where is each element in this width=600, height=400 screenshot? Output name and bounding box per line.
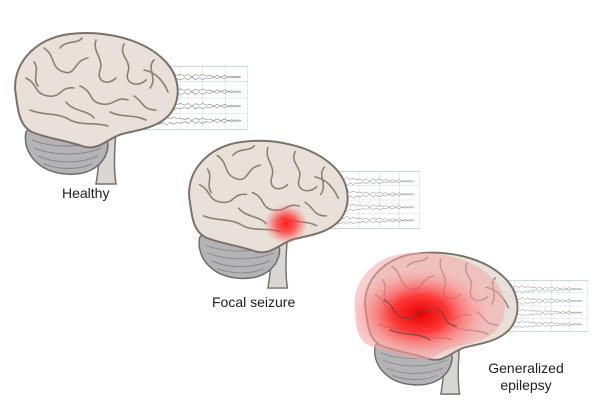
generalized-seizure-highlight xyxy=(350,268,490,360)
label-generalized-line-1: Generalized xyxy=(488,360,564,376)
focal-seizure-highlight xyxy=(264,204,308,244)
label-generalized-epilepsy: Generalized epilepsy xyxy=(486,360,566,394)
label-focal-seizure: Focal seizure xyxy=(212,294,295,311)
label-healthy-line-1: Healthy xyxy=(62,185,110,201)
label-healthy: Healthy xyxy=(62,185,109,202)
label-generalized-line-2: epilepsy xyxy=(500,377,552,393)
generalized-gyri-overlay xyxy=(383,299,457,341)
healthy-brain-illustration xyxy=(14,32,179,186)
label-focal-line-1: Focal seizure xyxy=(212,294,296,310)
